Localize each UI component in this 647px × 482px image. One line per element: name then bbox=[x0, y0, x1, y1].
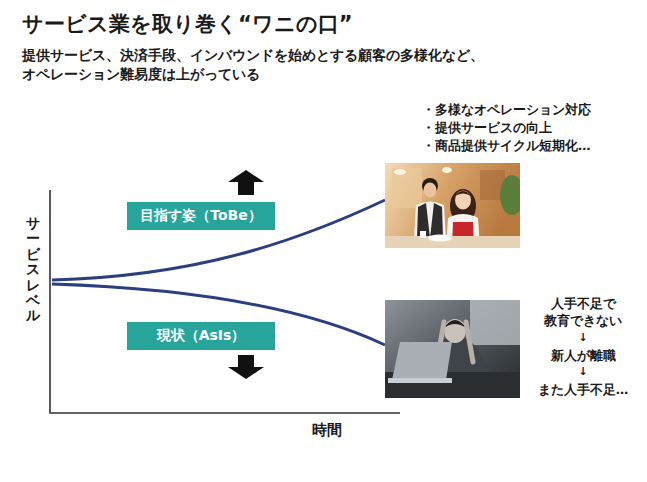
plate bbox=[428, 235, 452, 242]
bullet-note: ・多様なオペレーション対応 bbox=[422, 102, 591, 119]
bullet-note: ・提供サービスの向上 bbox=[422, 120, 552, 137]
waiter-face bbox=[424, 183, 437, 198]
tobe-box: 目指す姿（ToBe） bbox=[127, 202, 275, 230]
shelf-glow bbox=[392, 168, 422, 208]
waiter-shirt bbox=[414, 202, 446, 239]
photo-background bbox=[385, 300, 520, 398]
waiter-vest bbox=[417, 203, 430, 238]
ceiling-light bbox=[442, 167, 452, 173]
axis-label: サービスレベル bbox=[26, 216, 40, 324]
worker-arm bbox=[466, 322, 473, 362]
slide-title: サービス業を取り巻く“ワニの口” bbox=[22, 10, 353, 38]
bullet-note: ・商品提供サイクル短期化… bbox=[422, 138, 591, 155]
waitress-bangs bbox=[455, 191, 471, 196]
asis-box: 現状（AsIs） bbox=[127, 322, 275, 350]
photo-background bbox=[385, 163, 520, 248]
axis-label: 時間 bbox=[312, 421, 342, 440]
window bbox=[470, 300, 520, 345]
plant bbox=[500, 175, 520, 215]
cafe-photo bbox=[385, 163, 520, 248]
laptop-base bbox=[388, 378, 452, 383]
worker-head bbox=[444, 319, 466, 343]
waitress-face bbox=[455, 191, 471, 210]
cup bbox=[420, 231, 426, 238]
cycle-note: 人手不足で 教育できない bbox=[528, 295, 638, 329]
asis-curve bbox=[52, 284, 385, 345]
waiter-vest bbox=[430, 203, 443, 238]
flow-arrow: ↓ bbox=[528, 330, 638, 346]
box-label: 目指す姿（ToBe） bbox=[140, 207, 261, 225]
cycle-note: また人手不足… bbox=[528, 381, 638, 398]
subtitle: 提供サービス、決済手段、インバウンドを始めとする顧客の多様化など、 オペレーショ… bbox=[22, 46, 637, 84]
flow-arrow: ↓ bbox=[528, 364, 638, 380]
cycle-note: 新人が離職 bbox=[528, 347, 638, 364]
worker-hair bbox=[444, 320, 466, 328]
ceiling-light bbox=[394, 169, 406, 175]
tobe-curve bbox=[52, 200, 385, 280]
counter bbox=[385, 236, 520, 248]
laptop-screen bbox=[392, 342, 452, 380]
chart-axes bbox=[50, 190, 400, 413]
stressed-worker-photo bbox=[385, 300, 520, 398]
down-arrow bbox=[228, 355, 264, 379]
box-label: 現状（AsIs） bbox=[157, 327, 246, 345]
up-arrow bbox=[228, 170, 264, 195]
